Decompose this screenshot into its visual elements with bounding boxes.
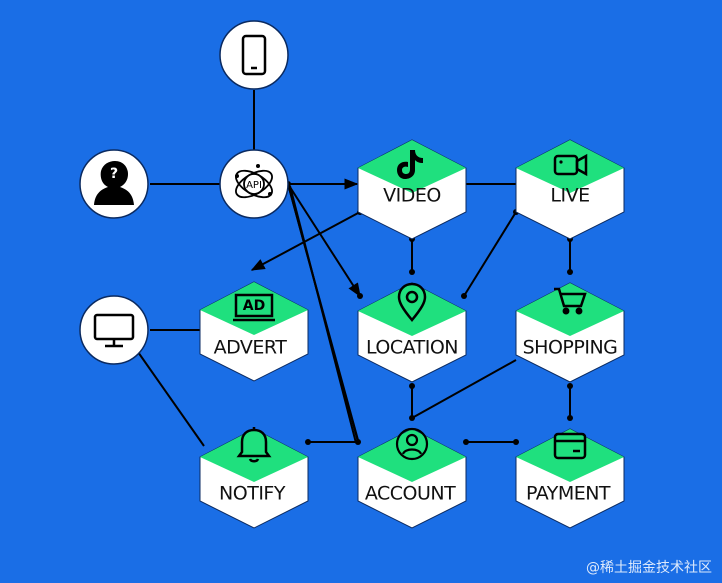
- node-label-shopping: SHOPPING: [523, 337, 618, 359]
- node-label-account: ACCOUNT: [365, 483, 456, 505]
- node-label-notify: NOTIFY: [219, 483, 286, 505]
- ad-icon-text: AD: [243, 298, 265, 314]
- api-icon: API: [235, 164, 273, 199]
- client-desktop[interactable]: [79, 295, 149, 365]
- video-camera-icon: [553, 153, 588, 177]
- node-label-advert: ADVERT: [214, 337, 288, 359]
- node-account[interactable]: ACCOUNT: [357, 427, 467, 529]
- location-pin-icon: [397, 282, 427, 322]
- edge-api-location: [287, 183, 361, 298]
- mobile-phone-icon: [241, 34, 267, 76]
- edge-shopping-account: [411, 359, 517, 419]
- bell-icon: [236, 427, 272, 463]
- shopping-cart-icon: [554, 287, 587, 315]
- watermark: @稀土掘金技术社区: [586, 560, 712, 576]
- node-label-location: LOCATION: [366, 337, 458, 359]
- client-api[interactable]: API: [219, 149, 289, 219]
- node-label-payment: PAYMENT: [526, 483, 611, 505]
- node-advert[interactable]: AD ADVERT: [199, 281, 309, 382]
- node-notify[interactable]: NOTIFY: [199, 427, 309, 529]
- client-user[interactable]: ?: [79, 149, 149, 219]
- wallet-icon: [553, 432, 587, 460]
- tiktok-icon: [397, 150, 423, 179]
- client-mobile[interactable]: [219, 20, 289, 90]
- connections: [137, 90, 571, 447]
- node-label-video: VIDEO: [383, 185, 441, 207]
- api-icon-text: API: [246, 180, 262, 191]
- node-payment[interactable]: PAYMENT: [515, 428, 625, 529]
- edge-live-location: [463, 211, 517, 297]
- unknown-user-icon: ?: [94, 161, 134, 205]
- node-location[interactable]: LOCATION: [357, 282, 467, 383]
- node-live[interactable]: LIVE: [515, 139, 625, 240]
- edge-video-advert: [250, 211, 361, 271]
- edge-api-account-c: [289, 185, 357, 444]
- node-label-live: LIVE: [550, 185, 589, 207]
- svg-text:?: ?: [110, 166, 118, 182]
- node-shopping[interactable]: SHOPPING: [515, 282, 625, 383]
- ad-icon: AD: [233, 293, 275, 322]
- user-circle-icon: [395, 427, 429, 461]
- node-video[interactable]: VIDEO: [357, 139, 467, 240]
- edge-desktop-notify: [137, 351, 205, 447]
- monitor-icon: [93, 313, 135, 348]
